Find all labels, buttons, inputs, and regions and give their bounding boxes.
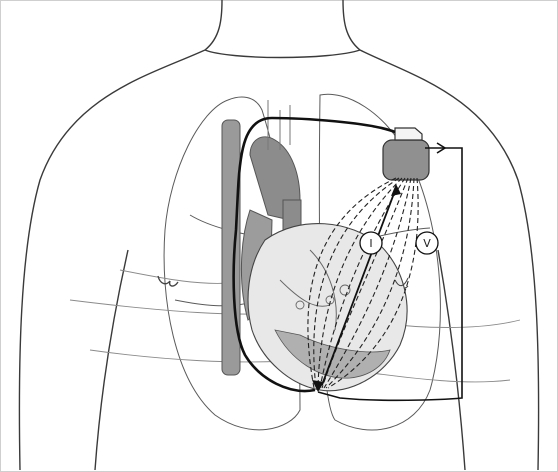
pacemaker-can	[383, 140, 429, 180]
current-meter-label: I	[369, 237, 372, 250]
superior-vena-cava	[222, 120, 240, 375]
voltage-meter: V	[416, 232, 438, 254]
current-meter: I	[360, 232, 382, 254]
pacemaker-header	[395, 128, 422, 140]
voltage-meter-label: V	[423, 237, 431, 250]
